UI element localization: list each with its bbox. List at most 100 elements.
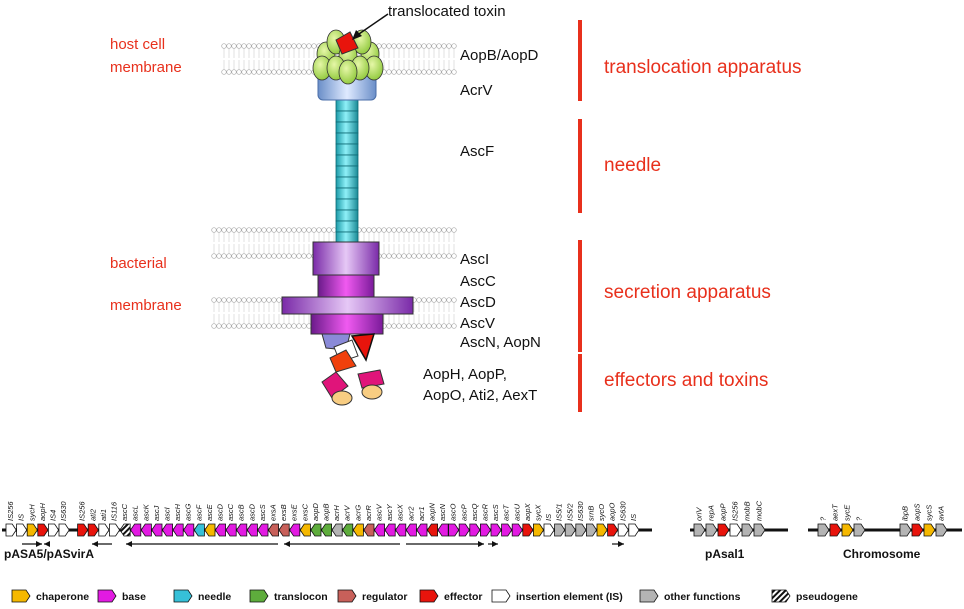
lipid-head [321,227,327,233]
legend-label-7: other functions [664,591,741,603]
lipid-head [246,253,252,259]
lipid-head [421,69,427,75]
basal-ring-ascc [317,274,375,298]
lipid-head [436,253,442,259]
gene-is630 [58,523,70,537]
lipid-head [286,253,292,259]
lipid-head [236,69,242,75]
lipid-head [216,297,222,303]
gene-label: aopN [428,502,437,521]
effector-yellow-1 [331,390,353,406]
lipid-head [426,297,432,303]
lipid-head [261,69,267,75]
legend-swatch-4 [337,589,357,603]
lipid-head [406,69,412,75]
lipid-head [291,227,297,233]
lipid-head [391,323,397,329]
gene-label: avtA [937,506,946,521]
gene-acrg [352,523,364,537]
lipid-head [231,43,237,49]
gene-label: IS256 [78,501,87,521]
legend-label-8: pseudogene [796,591,858,603]
needle-subunit [335,121,359,134]
lipid-head [306,253,312,259]
gene-ascr [479,523,492,537]
lipid-head [401,227,407,233]
translocated-toxin-shape [335,31,359,55]
legend-label-2: needle [198,591,231,603]
gene-label: acrR [364,505,373,521]
lipid-head [266,43,272,49]
translocon [312,29,384,101]
gene-label: exsA [269,504,278,521]
gene-label: aopD [311,502,320,521]
lipid-head [441,253,447,259]
lipid-head [441,69,447,75]
lipid-head [401,43,407,49]
gene-is630 [575,523,587,537]
lipid-head [211,323,217,329]
lipid-head [261,323,267,329]
lipid-head [416,227,422,233]
lipid-head [371,227,377,233]
component-ascd: AscD [460,294,496,311]
gene-label: ascY [385,503,394,521]
basal-ring-ascv [310,313,384,335]
gene-label: ascR [481,503,490,521]
gene-label: ascT [502,503,511,521]
gene-label: aopS [913,503,922,521]
lipid-head [236,323,242,329]
lipid-head [221,297,227,303]
lipid-head [246,69,252,75]
lipid-head [226,43,232,49]
gene-chr-2 [841,523,854,537]
gene-chr-0 [817,523,830,537]
lipid-head [306,43,312,49]
needle-shaft [335,99,359,244]
gene-label: acrH [332,505,341,521]
gene-is [543,523,555,537]
gene-srnb [586,523,598,537]
gene-ascc [119,523,131,537]
lipid-head [211,227,217,233]
gene-acrr [363,523,375,537]
needle-subunit [335,99,359,112]
lipid-head [226,323,232,329]
lipid-head [296,253,302,259]
gene-label: ascH [173,503,182,521]
lipid-head [411,43,417,49]
lipid-head [301,227,307,233]
lipid-head [236,253,242,259]
gene-label: sycE [843,504,852,521]
lipid-head [391,253,397,259]
gene-label: ascC [120,503,129,521]
lipid-head [221,43,227,49]
gene-label: ascF [194,504,203,521]
gene-label: srnB [587,506,596,521]
lipid-head [226,69,232,75]
lipid-head [381,43,387,49]
lipid-head [366,227,372,233]
operon-arrow-5-head [284,541,290,547]
lipid-head [446,227,452,233]
lipid-head [451,297,457,303]
lipid-head [296,323,302,329]
gene-acrh [331,523,343,537]
lipid-head [416,43,422,49]
lipid-head [246,297,252,303]
lipid-head [261,227,267,233]
gene-label: aopX [523,502,532,521]
effector-red-1 [329,349,357,373]
gene-asci [161,523,174,537]
bacterial-membrane-label-1: bacterial [110,255,167,272]
gene-ascl [130,523,142,537]
gene-sych [26,523,38,537]
lipid-head [246,323,252,329]
chaperone-aopn [350,333,376,362]
lipid-head [431,253,437,259]
gene-label: exsC [300,503,309,521]
gene-ascx [395,523,407,537]
gene-ascu [511,523,523,537]
lipid-head [311,43,317,49]
